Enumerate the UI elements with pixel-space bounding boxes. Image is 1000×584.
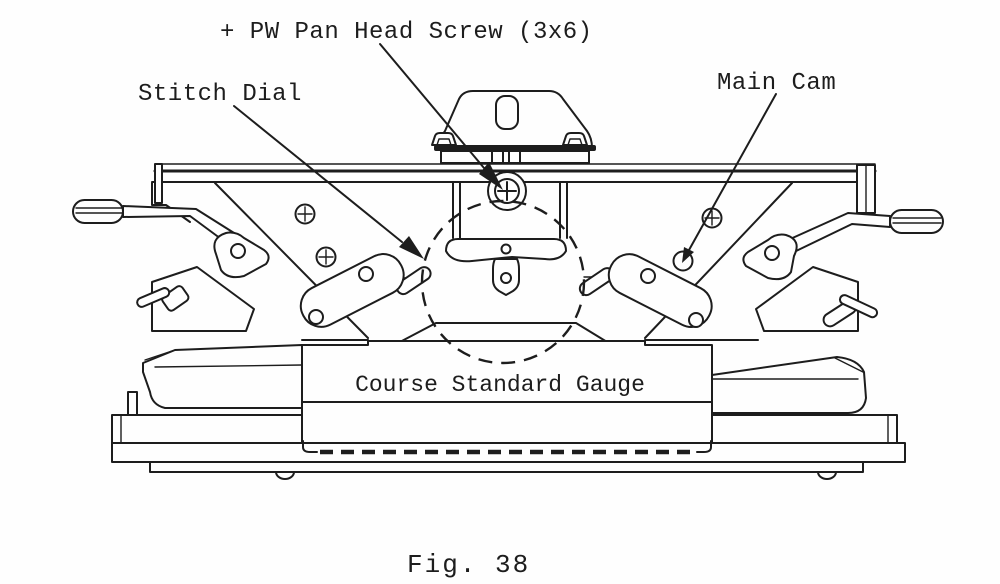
hidden-edge-dashed — [302, 440, 712, 455]
left-rod — [136, 287, 171, 308]
cover-slot — [495, 95, 519, 130]
right-link-plate — [607, 253, 713, 328]
stitch-dial-highlight-circle — [420, 199, 586, 365]
phillips-screw-left-upper — [294, 203, 316, 225]
label-course-standard-gauge: Course Standard Gauge — [355, 372, 645, 398]
label-pan-head-screw: + PW Pan Head Screw (3x6) — [220, 19, 593, 46]
left-post — [127, 391, 138, 416]
left-link-plate — [299, 253, 405, 328]
stitch-dial-assembly — [445, 181, 568, 296]
leader-main-cam — [682, 93, 777, 263]
phillips-screw-right-upper — [701, 207, 723, 229]
arm-cover — [431, 90, 596, 164]
label-main-cam: Main Cam — [717, 70, 836, 97]
leader-stitch-dial — [233, 105, 424, 259]
left-body-plate — [151, 266, 255, 332]
right-rod — [838, 294, 879, 319]
figure-caption: Fig. 38 — [407, 550, 530, 580]
left-handle — [72, 199, 124, 224]
phillips-screw-left-lower — [315, 246, 337, 268]
course-standard-gauge-box — [301, 340, 713, 444]
foot-bump-right — [817, 471, 837, 480]
foot-bump-left — [275, 471, 295, 480]
left-lever — [72, 199, 405, 332]
right-lever — [607, 209, 944, 332]
right-handle — [889, 209, 944, 234]
yarn-trays — [142, 344, 867, 414]
label-stitch-dial: Stitch Dial — [138, 81, 302, 108]
leader-pan-head-screw — [379, 43, 503, 190]
